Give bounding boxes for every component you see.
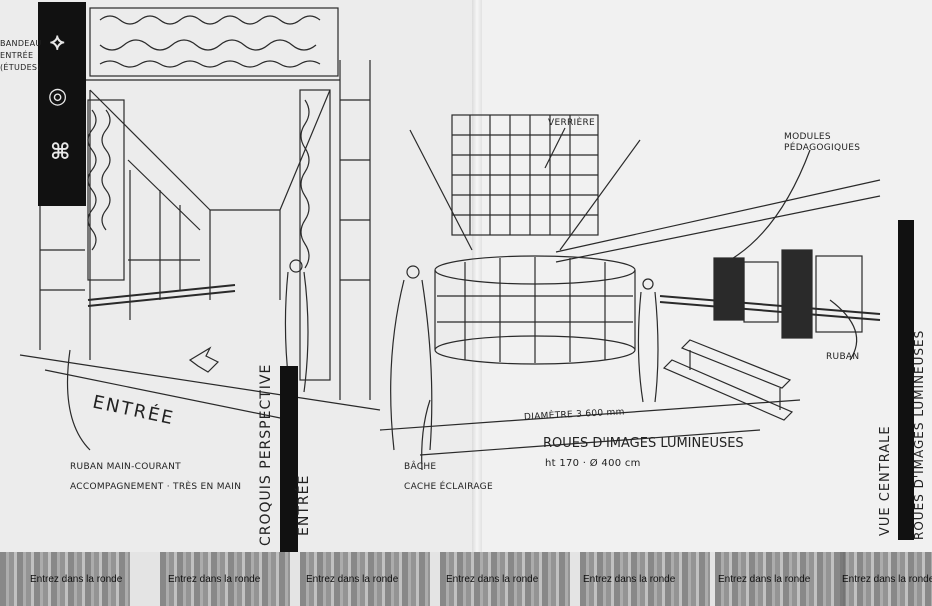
strip-photo-5 (580, 552, 710, 606)
ruban-label: RUBAN (826, 352, 860, 362)
banner-label-sub: (ÉTUDES) (0, 63, 41, 72)
strip-caption: Entrez dans la ronde (168, 574, 261, 585)
strip-caption: Entrez dans la ronde (306, 574, 399, 585)
strip-photo-2 (160, 552, 290, 606)
strip-photo-6 (715, 552, 845, 606)
ornamental-wall-panel (87, 99, 125, 281)
strip-caption: Entrez dans la ronde (30, 574, 123, 585)
bache-label-line1: BÂCHE (404, 462, 437, 472)
ruban-note-line1: RUBAN MAIN-COURANT (70, 462, 181, 472)
strip-photo-1 (0, 552, 130, 606)
modules-label: MODULES PÉDAGOGIQUES (784, 132, 861, 153)
roues-vertical-label: ROUES D'IMAGES LUMINEUSES (912, 329, 926, 540)
roues-title: ROUES D'IMAGES LUMINEUSES (543, 436, 744, 451)
entree-vertical-label: ENTRÉE (296, 474, 312, 536)
banner-label-top: BANDEAU ENTRÉE (0, 39, 42, 60)
banner-figure-icon: ⌘ (50, 140, 71, 165)
banner-eye-icon: ◎ (48, 84, 68, 109)
croquis-perspective-label: CROQUIS PERSPECTIVE (258, 363, 274, 546)
strip-caption: Entrez dans la ronde (842, 574, 932, 585)
page-gutter (472, 0, 482, 560)
strip-photo-4 (440, 552, 570, 606)
strip-photo-3 (300, 552, 430, 606)
vue-centrale-label: VUE CENTRALE (878, 425, 893, 536)
ruban-note-line2: ACCOMPAGNEMENT · TRÈS EN MAIN (70, 482, 242, 492)
banner-glyph-icon: ⟡ (50, 30, 65, 55)
footer-photo-strip: Entrez dans la ronde Entrez dans la rond… (0, 552, 932, 606)
right-vertical-bar (898, 220, 914, 540)
entrance-banner (38, 2, 86, 206)
strip-caption: Entrez dans la ronde (446, 574, 539, 585)
strip-caption: Entrez dans la ronde (718, 574, 811, 585)
banner-label: BANDEAU ENTRÉE (ÉTUDES) (0, 38, 42, 74)
right-page (478, 0, 932, 606)
ornamental-column (299, 89, 331, 381)
strip-photo-7 (840, 552, 932, 606)
ceiling-ornament-panel (89, 7, 339, 77)
bache-label-line2: CACHE ÉCLAIRAGE (404, 482, 493, 492)
strip-caption: Entrez dans la ronde (583, 574, 676, 585)
roues-dimensions: ht 170 · Ø 400 cm (545, 458, 641, 469)
verriere-label: VERRIÈRE (548, 118, 596, 128)
entrance-vertical-bar (280, 366, 298, 552)
